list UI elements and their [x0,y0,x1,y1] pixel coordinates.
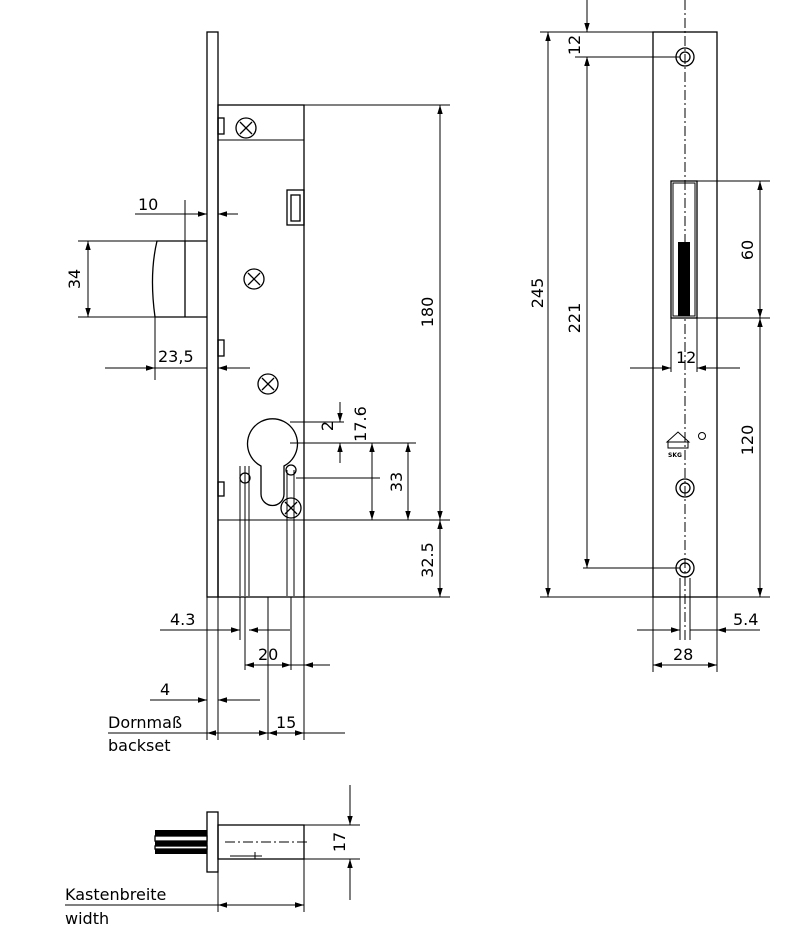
label-width-de: Kastenbreite [65,885,166,904]
dim-34: 34 [65,269,84,289]
dim-15: 15 [276,713,296,732]
dim-10: 10 [138,195,158,214]
dim-23-5: 23,5 [158,347,194,366]
dim-4-3: 4.3 [170,610,195,629]
faceplate-dimensions [545,20,763,668]
faceplate-view: SKG [540,0,770,672]
screw-icon [243,268,265,290]
dim-17: 17 [330,832,349,852]
dim-20: 20 [258,645,278,664]
faceplate-dimension-labels: 245 12 221 60 120 12 5.4 28 [528,35,758,664]
dim-32-5: 32.5 [418,542,437,578]
dim-2: 2 [318,421,337,431]
front-view [151,31,450,598]
dim-4: 4 [160,680,170,699]
dim-245: 245 [528,278,547,309]
dim-180: 180 [418,297,437,328]
dim-5-4: 5.4 [733,610,758,629]
dim-33: 33 [387,472,406,492]
skg-logo-icon: SKG [665,431,706,459]
label-backset-en: backset [108,736,170,755]
dim-221: 221 [565,303,584,334]
skg-logo-text: SKG [668,452,682,459]
dim-28: 28 [673,645,693,664]
label-width-en: width [65,909,109,928]
dim-12-top: 12 [565,35,584,55]
dim-120: 120 [738,425,757,456]
screw-icon [280,497,302,519]
dim-60: 60 [738,240,757,260]
front-dimensions [78,105,443,740]
front-dimension-labels: 10 34 23,5 180 2 17.6 33 32.5 4.3 20 4 1… [65,195,437,755]
width-view: 17 Kastenbreite width [65,785,360,928]
dim-12-mid: 12 [676,348,696,367]
screw-icon [257,373,279,395]
latch-bolt [151,240,207,318]
dim-17-6: 17.6 [351,406,370,442]
cylinder-cutout [246,418,299,507]
label-backset-de: Dornmaß [108,713,182,732]
screw-icon [235,117,257,139]
